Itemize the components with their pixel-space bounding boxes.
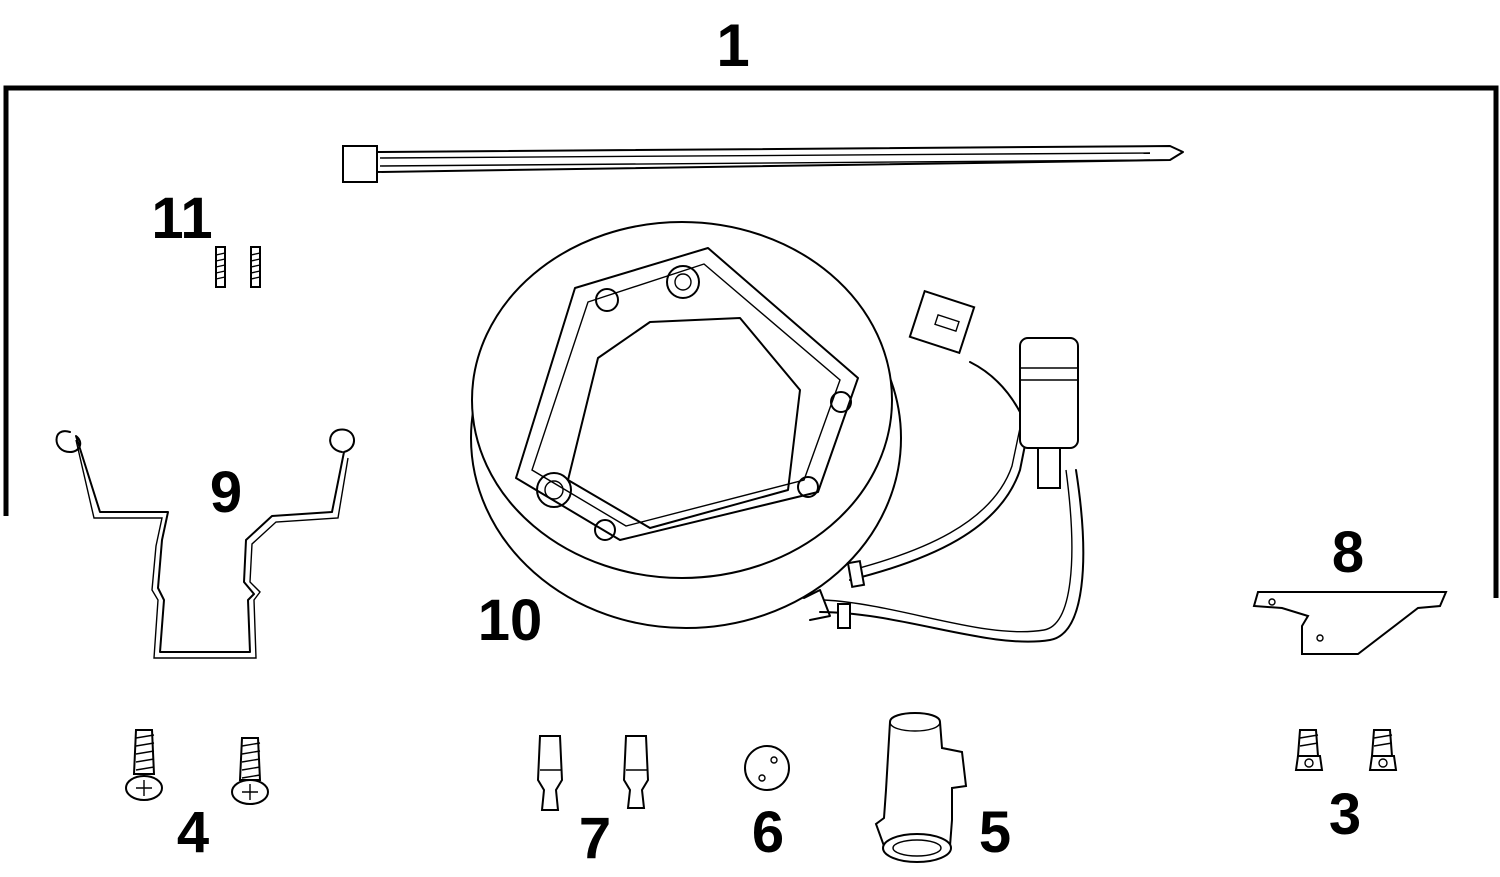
callout-terminal-pins: 7 [579,806,611,871]
terminal-pins [536,735,650,811]
callout-bolt-pair: 3 [1329,782,1361,847]
callout-grommet: 6 [752,800,784,865]
callout-screw-pair: 4 [177,800,209,865]
mounting-bracket [1252,591,1448,655]
cable-tie [342,145,1184,183]
callout-kit: 1 [716,12,749,79]
callout-retaining-clip: 9 [210,460,242,525]
callout-small-screws: 11 [151,186,212,251]
callout-connector-housing: 5 [979,800,1011,865]
callout-bracket: 8 [1332,520,1364,585]
callout-coil: 10 [478,588,543,653]
kit-bracket-line [3,85,1499,598]
small-screws [215,246,261,288]
bolt-pair [1294,729,1398,771]
grommet [744,745,790,791]
connector-housing [874,712,968,863]
retaining-clip [55,428,355,659]
screw-pair [125,729,269,805]
coil-wire-harness [803,289,1085,643]
clutch-coil [470,221,902,629]
